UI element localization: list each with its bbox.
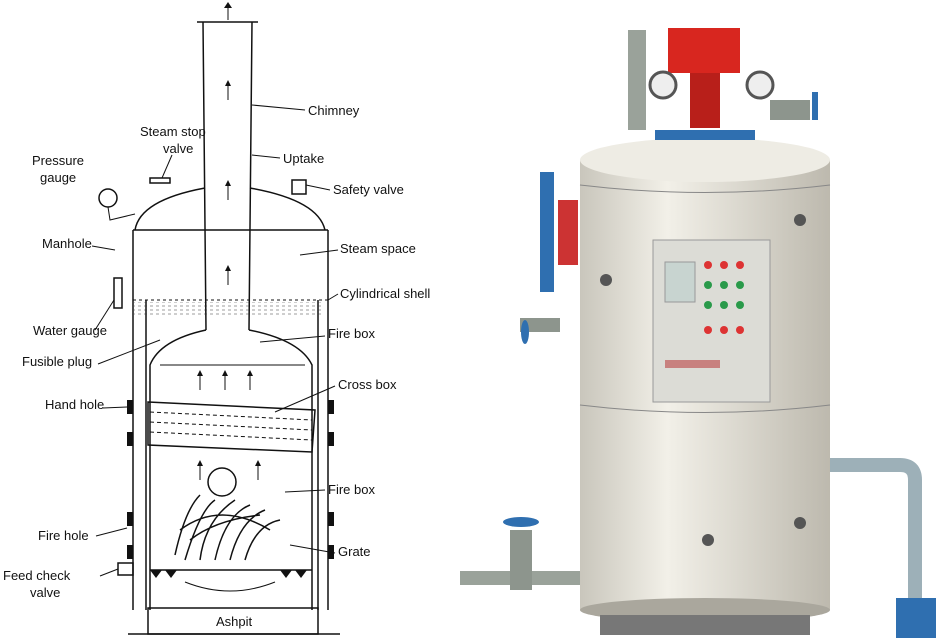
label-steam-stop-valve-2: valve [163, 141, 193, 156]
label-cylindrical-shell: Cylindrical shell [340, 286, 430, 301]
flames [174, 494, 281, 561]
leader-lines [91, 104, 339, 577]
feed-check-valve-icon [117, 562, 134, 576]
pressure-gauge-icon [648, 70, 678, 100]
burner-control-box [668, 28, 740, 73]
label-cross-box: Cross box [338, 377, 397, 392]
boiler-schematic: Chimney Steam stop valve Uptake Pressure… [3, 2, 430, 635]
pressure-gauge-icon-2 [745, 70, 775, 100]
label-fire-box-lower: Fire box [328, 482, 375, 497]
ashpit [128, 607, 340, 635]
water-gauge-icon [540, 172, 554, 292]
water-gauge-icon [113, 277, 123, 309]
label-manhole: Manhole [42, 236, 92, 251]
boiler-photo [460, 28, 936, 638]
label-feed-check-valve-2: valve [30, 585, 60, 600]
pump-icon [896, 598, 936, 638]
label-fusible-plug: Fusible plug [22, 354, 92, 369]
control-panel [652, 239, 771, 403]
label-fire-hole: Fire hole [38, 528, 89, 543]
label-steam-space: Steam space [340, 241, 416, 256]
label-steam-stop-valve: Steam stop [140, 124, 206, 139]
label-feed-check-valve: Feed check [3, 568, 71, 583]
pressure-gauge-icon [98, 188, 118, 208]
label-pressure-gauge-2: gauge [40, 170, 76, 185]
label-fire-box-upper: Fire box [328, 326, 375, 341]
label-chimney: Chimney [308, 103, 360, 118]
chimney [197, 2, 258, 331]
safety-valve-icon [291, 179, 307, 195]
cylindrical-shell [132, 187, 329, 610]
label-uptake: Uptake [283, 151, 324, 166]
label-water-gauge: Water gauge [33, 323, 107, 338]
label-grate: Grate [338, 544, 371, 559]
fire-box [147, 329, 316, 610]
gate-valve-icon [510, 530, 532, 590]
safety-valve-icon [628, 30, 646, 130]
steam-stop-valve-icon [149, 177, 171, 184]
label-pressure-gauge: Pressure [32, 153, 84, 168]
label-ashpit: Ashpit [216, 614, 253, 629]
hand-holes [127, 400, 334, 559]
label-safety-valve: Safety valve [333, 182, 404, 197]
label-hand-hole: Hand hole [45, 397, 104, 412]
